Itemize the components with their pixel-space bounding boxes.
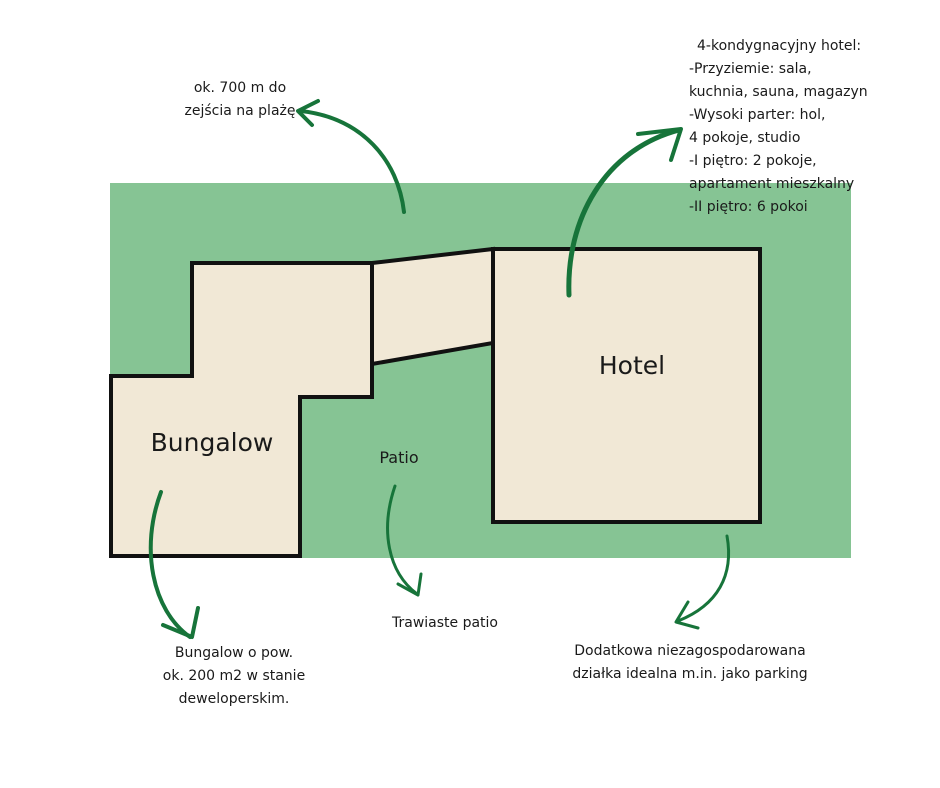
parking-arrow-icon: [676, 534, 731, 623]
hotel-label: Hotel: [599, 351, 665, 380]
patio-arrow-icon: [386, 484, 419, 596]
beach-arrow-icon: [299, 109, 406, 214]
bungalow-arrow-icon: [148, 490, 192, 639]
hotel-description-caption: 4-kondygnacyjny hotel: -Przyziemie: sala…: [689, 38, 868, 215]
patio-label: Patio: [379, 448, 418, 467]
bungalow-arrowhead-icon: [161, 606, 200, 639]
patio-arrowhead-icon: [396, 572, 423, 597]
bungalow-description-caption: Bungalow o pow. ok. 200 m2 w stanie dewe…: [162, 645, 306, 707]
parking-arrowhead-icon: [674, 600, 700, 630]
bungalow-label: Bungalow: [151, 428, 274, 457]
beach-distance-caption: ok. 700 m do zejścia na plażę: [184, 80, 296, 119]
parking-description-caption: Dodatkowa niezagospodarowana działka ide…: [572, 643, 808, 682]
hotel-arrow-icon: [566, 127, 682, 298]
connector-corridor: [370, 246, 495, 367]
patio-description-caption: Trawiaste patio: [391, 615, 498, 631]
beach-arrowhead-icon: [296, 99, 320, 127]
hotel-arrowhead-icon: [636, 127, 683, 162]
hotel-footprint: [491, 247, 762, 524]
